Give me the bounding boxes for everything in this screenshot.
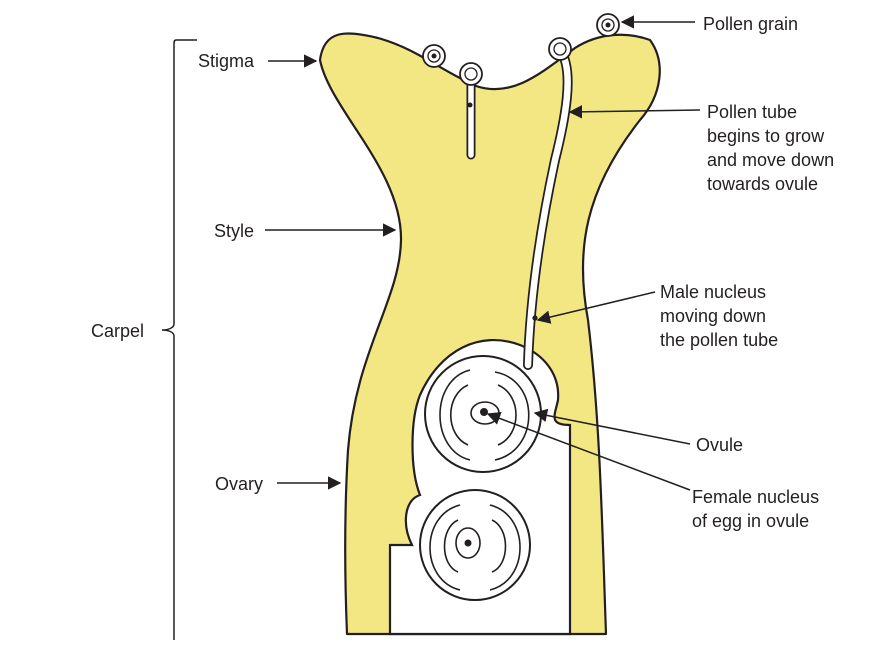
male-nucleus-label-line1: Male nucleus: [660, 282, 766, 302]
pollen-grain-label: Pollen grain: [703, 14, 798, 34]
lower-female-nucleus: [464, 539, 472, 547]
pollen-tube-label-line4: towards ovule: [707, 174, 818, 194]
lower-ovule: [419, 489, 531, 601]
carpel-label: Carpel: [91, 321, 144, 341]
stigma-label: Stigma: [198, 51, 255, 71]
female-nucleus-arrow: [486, 411, 691, 491]
upper-ovule: [424, 355, 542, 473]
pollen-tube-label-line3: and move down: [707, 150, 834, 170]
pollen-grains: [422, 13, 620, 86]
pollen-tube-arrow: [568, 105, 701, 119]
male-nucleus-arrow: [536, 291, 656, 324]
pollen-tube-label-line2: begins to grow: [707, 126, 825, 146]
male-nucleus: [532, 315, 538, 321]
ovary-label: Ovary: [215, 474, 263, 494]
ovule-label: Ovule: [696, 435, 743, 455]
male-nucleus-label-line2: moving down: [660, 306, 766, 326]
female-nucleus-label-line2: of egg in ovule: [692, 511, 809, 531]
ovule-arrow: [533, 408, 691, 445]
carpel-brace: [161, 39, 197, 640]
pollen-tube-label-line1: Pollen tube: [707, 102, 797, 122]
male-nucleus-label-line3: the pollen tube: [660, 330, 778, 350]
upper-female-nucleus: [480, 408, 488, 416]
style-label: Style: [214, 221, 254, 241]
female-nucleus-label-line1: Female nucleus: [692, 487, 819, 507]
